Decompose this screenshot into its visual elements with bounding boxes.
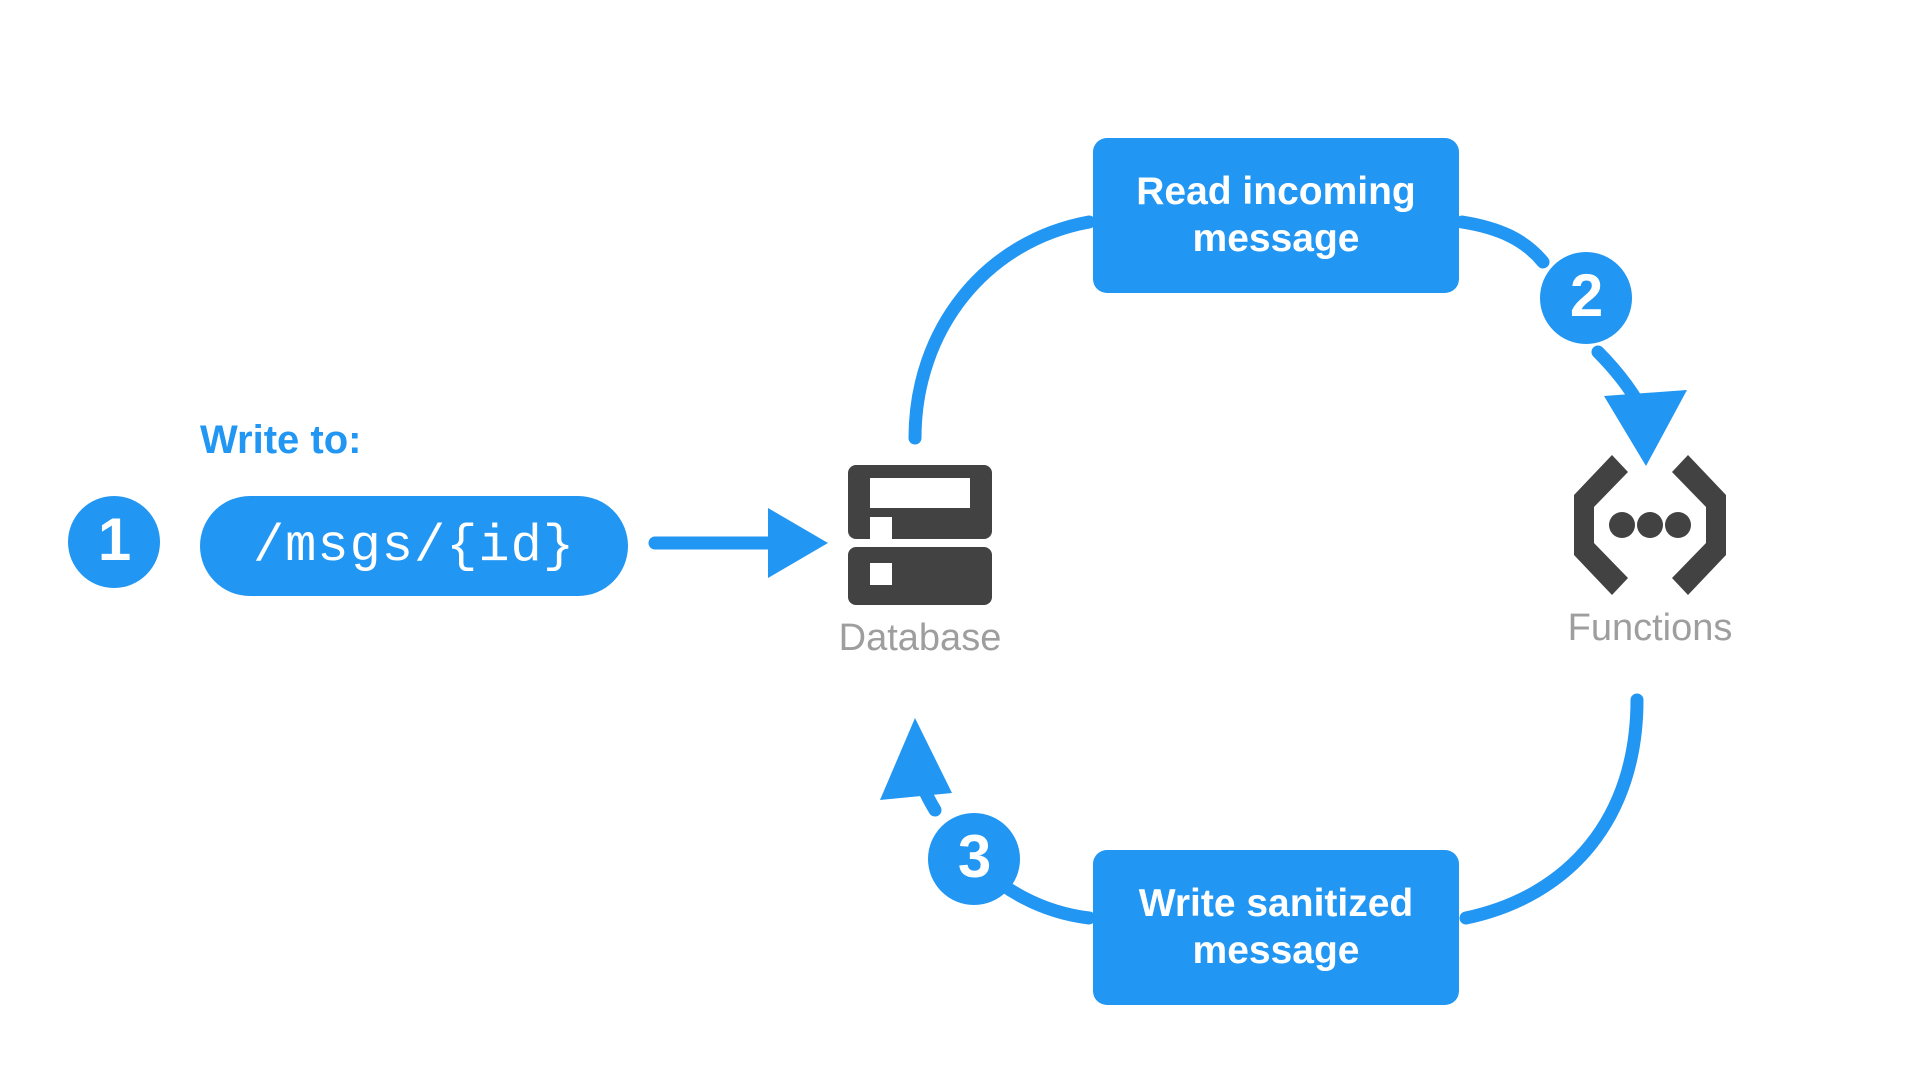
node-functions: Functions — [1525, 455, 1775, 650]
step-badge-3: 3 — [928, 813, 1020, 905]
arrowhead-up-icon — [880, 718, 952, 800]
node-functions-label: Functions — [1567, 607, 1733, 649]
action-box-write-sanitized-message: Write sanitized message — [1093, 850, 1459, 1005]
connector-badge2-to-functions — [1591, 345, 1687, 466]
step-badge-2: 2 — [1540, 252, 1632, 344]
database-path-text: /msgs/{id} — [252, 516, 576, 576]
database-path-pill: /msgs/{id} — [200, 496, 628, 596]
step-badge-2-number: 2 — [1569, 262, 1603, 329]
connector-line — [1591, 345, 1652, 423]
action-box-write-line1: Write sanitized — [1138, 882, 1414, 926]
step-badge-1: 1 — [68, 496, 160, 588]
node-database-label: Database — [838, 617, 1002, 659]
functions-braces-icon — [1574, 455, 1726, 595]
connector-read-to-badge2 — [1455, 215, 1550, 269]
action-box-write-label: Write sanitized message — [1139, 881, 1414, 973]
connector-line — [909, 759, 942, 817]
action-box-read-label: Read incoming message — [1136, 169, 1416, 261]
action-box-read-line2: message — [1192, 216, 1360, 260]
step-badge-3-number: 3 — [957, 823, 991, 890]
connector-database-to-read — [908, 215, 1096, 445]
action-box-read-incoming-message: Read incoming message — [1093, 138, 1459, 293]
connector-functions-to-write — [1459, 693, 1644, 925]
action-box-read-line1: Read incoming — [1136, 170, 1416, 214]
step-badge-1-number: 1 — [97, 506, 131, 573]
connector-badge3-to-database — [880, 718, 952, 817]
write-to-caption: Write to: — [200, 418, 362, 462]
action-box-write-line2: message — [1192, 928, 1360, 972]
database-server-icon — [848, 465, 992, 605]
node-database: Database — [790, 465, 1050, 660]
